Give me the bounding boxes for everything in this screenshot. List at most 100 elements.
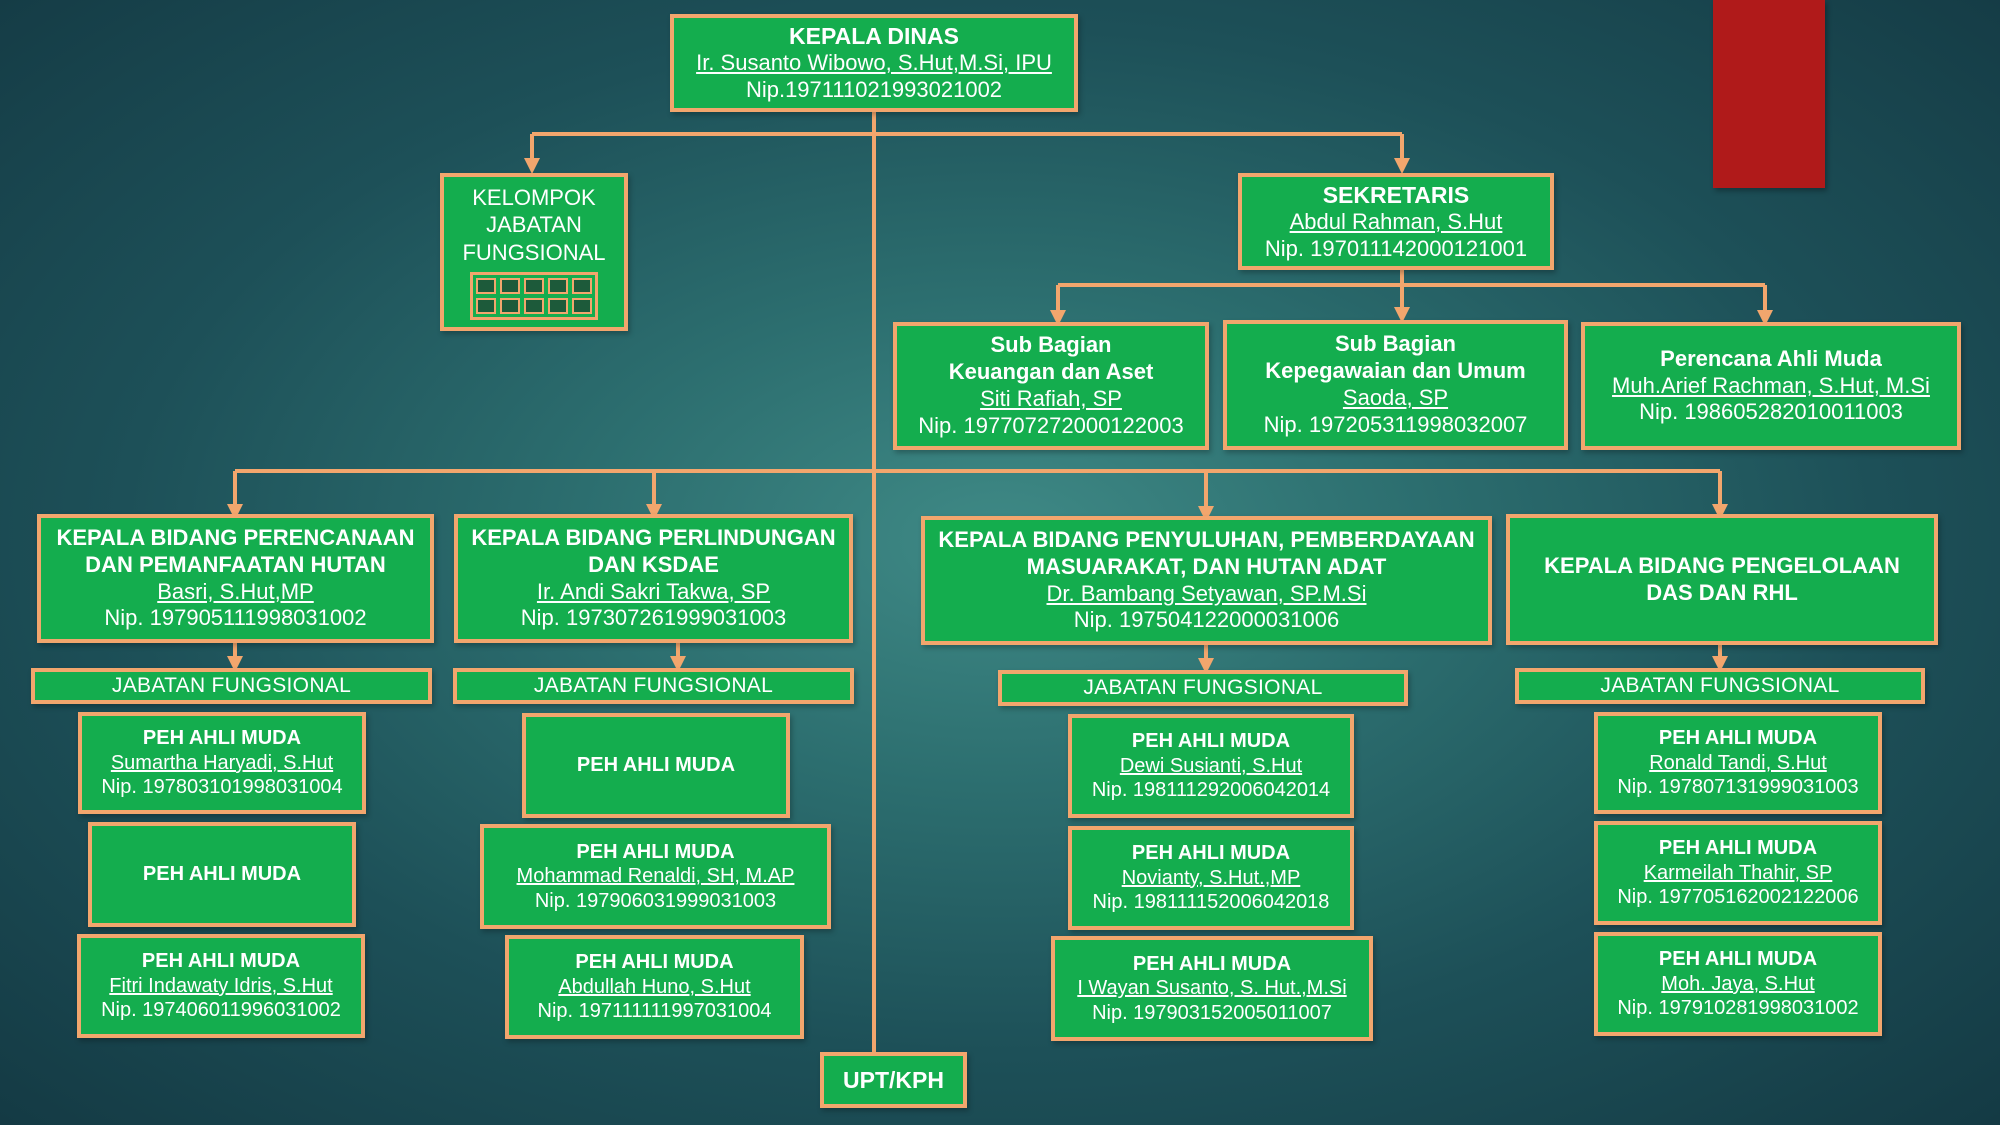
perencana-title: Perencana Ahli Muda (1660, 345, 1882, 371)
kelompok-line3: FUNGSIONAL (462, 239, 606, 265)
sub-kepegawaian-name: Saoda, SP (1342, 385, 1449, 410)
bidang1-peh-3-name: Fitri Indawaty Idris, S.Hut (109, 974, 333, 997)
bidang2-name: Ir. Andi Sakri Takwa, SP (536, 578, 771, 604)
bidang4-peh-1-box: PEH AHLI MUDA Ronald Tandi, S.Hut Nip. 1… (1594, 712, 1882, 814)
perencana-nip: Nip. 198605282010011003 (1639, 399, 1903, 425)
bidang4-title2: DAS DAN RHL (1646, 579, 1798, 605)
sub-kepegawaian-title1: Sub Bagian (1334, 331, 1456, 357)
bidang3-peh-1-box: PEH AHLI MUDA Dewi Susianti, S.Hut Nip. … (1068, 714, 1354, 818)
bidang3-title1: KEPALA BIDANG PENYULUHAN, PEMBERDAYAAN (938, 526, 1475, 552)
red-accent-tab (1713, 0, 1825, 188)
sub-kepegawaian-title2: Kepegawaian dan Umum (1265, 358, 1526, 384)
bidang4-peh-2-nip: Nip. 197705162002122006 (1617, 886, 1859, 909)
bidang3-title2: MASUARAKAT, DAN HUTAN ADAT (1026, 553, 1387, 579)
kepala-dinas-box: KEPALA DINAS Ir. Susanto Wibowo, S.Hut,M… (670, 14, 1078, 112)
sekretaris-name: Abdul Rahman, S.Hut (1289, 208, 1503, 234)
bidang2-peh-2-nip: Nip. 197906031999031003 (534, 889, 777, 912)
bidang4-peh-1-name: Ronald Tandi, S.Hut (1649, 751, 1827, 774)
bidang1-peh-3-nip: Nip. 197406011996031002 (101, 999, 341, 1022)
bidang1-title1: KEPALA BIDANG PERENCANAAN (56, 524, 415, 550)
bidang3-name: Dr. Bambang Setyawan, SP.M.Si (1046, 580, 1367, 606)
staff-grid-icon (470, 272, 598, 321)
sekretaris-title: SEKRETARIS (1322, 181, 1470, 208)
bidang3-peh-3-nip: Nip. 197903152005011007 (1092, 1001, 1332, 1024)
bidang4-peh-1-title: PEH AHLI MUDA (1658, 727, 1818, 750)
upt-kph-box: UPT/KPH (820, 1052, 967, 1108)
bidang-perlindungan-box: KEPALA BIDANG PERLINDUNGAN DAN KSDAE Ir.… (454, 514, 853, 643)
bidang-pengelolaan-das-box: KEPALA BIDANG PENGELOLAAN DAS DAN RHL (1506, 514, 1938, 645)
kepala-dinas-nip: Nip.197111021993021002 (745, 77, 1003, 103)
bidang1-peh-2-box: PEH AHLI MUDA (88, 822, 356, 927)
bidang1-peh-2-title: PEH AHLI MUDA (142, 863, 302, 886)
sub-keuangan-title1: Sub Bagian (990, 332, 1112, 358)
sub-keuangan-name: Siti Rafiah, SP (980, 386, 1122, 411)
kelompok-line1: KELOMPOK (472, 184, 596, 210)
bidang3-peh-3-box: PEH AHLI MUDA I Wayan Susanto, S. Hut.,M… (1051, 936, 1373, 1041)
bidang3-nip: Nip. 197504122000031006 (1073, 607, 1340, 633)
bidang1-peh-3-box: PEH AHLI MUDA Fitri Indawaty Idris, S.Hu… (77, 934, 365, 1038)
sub-keuangan-nip: Nip. 197707272000122003 (918, 412, 1184, 438)
sub-bagian-keuangan-box: Sub Bagian Keuangan dan Aset Siti Rafiah… (893, 322, 1209, 450)
bidang1-peh-1-title: PEH AHLI MUDA (142, 727, 302, 750)
bidang3-jabatan-fungsional-bar: JABATAN FUNGSIONAL (998, 670, 1408, 706)
bidang3-peh-2-box: PEH AHLI MUDA Novianty, S.Hut.,MP Nip. 1… (1068, 826, 1354, 930)
bidang1-peh-1-box: PEH AHLI MUDA Sumartha Haryadi, S.Hut Ni… (78, 712, 366, 814)
bidang1-jf-label: JABATAN FUNGSIONAL (111, 674, 352, 698)
bidang4-peh-2-name: Karmeilah Thahir, SP (1643, 861, 1833, 884)
bidang2-peh-1-box: PEH AHLI MUDA (522, 713, 790, 818)
sekretaris-nip: Nip. 197011142000121001 (1264, 235, 1528, 261)
bidang1-title2: DAN PEMANFAATAN HUTAN (85, 551, 386, 577)
bidang2-nip: Nip. 197307261999031003 (520, 605, 787, 631)
bidang1-name: Basri, S.Hut,MP (157, 578, 314, 604)
bidang4-jabatan-fungsional-bar: JABATAN FUNGSIONAL (1515, 668, 1925, 704)
perencana-name: Muh.Arief Rachman, S.Hut, M.Si (1612, 372, 1930, 398)
bidang3-peh-1-name: Dewi Susianti, S.Hut (1119, 754, 1303, 777)
bidang3-peh-2-name: Novianty, S.Hut.,MP (1121, 866, 1301, 889)
sub-keuangan-title2: Keuangan dan Aset (948, 359, 1154, 385)
sekretaris-box: SEKRETARIS Abdul Rahman, S.Hut Nip. 1970… (1238, 173, 1554, 270)
bidang4-peh-2-title: PEH AHLI MUDA (1658, 837, 1818, 860)
bidang2-jabatan-fungsional-bar: JABATAN FUNGSIONAL (453, 668, 854, 704)
sub-kepegawaian-nip: Nip. 197205311998032007 (1263, 411, 1528, 437)
bidang4-peh-2-box: PEH AHLI MUDA Karmeilah Thahir, SP Nip. … (1594, 821, 1882, 925)
perencana-ahli-muda-box: Perencana Ahli Muda Muh.Arief Rachman, S… (1581, 322, 1961, 450)
bidang1-jabatan-fungsional-bar: JABATAN FUNGSIONAL (31, 668, 432, 704)
sub-bagian-kepegawaian-box: Sub Bagian Kepegawaian dan Umum Saoda, S… (1223, 320, 1568, 450)
bidang1-peh-1-nip: Nip. 197803101998031004 (101, 776, 343, 799)
bidang4-peh-1-nip: Nip. 197807131999031003 (1617, 776, 1859, 799)
kepala-dinas-name: Ir. Susanto Wibowo, S.Hut,M.Si, IPU (696, 50, 1052, 76)
bidang2-title1: KEPALA BIDANG PERLINDUNGAN (471, 524, 836, 550)
kelompok-jabatan-fungsional-box: KELOMPOK JABATAN FUNGSIONAL (440, 173, 628, 331)
bidang2-peh-2-box: PEH AHLI MUDA Mohammad Renaldi, SH, M.AP… (480, 824, 831, 929)
bidang3-peh-2-nip: Nip. 198111152006042018 (1092, 891, 1330, 914)
bidang4-title1: KEPALA BIDANG PENGELOLAAN (1544, 552, 1900, 578)
bidang3-peh-2-title: PEH AHLI MUDA (1131, 842, 1291, 865)
bidang2-peh-3-name: Abdullah Huno, S.Hut (558, 975, 751, 998)
bidang1-nip: Nip. 197905111998031002 (104, 605, 367, 631)
kepala-dinas-title: KEPALA DINAS (789, 23, 959, 50)
bidang2-peh-1-title: PEH AHLI MUDA (576, 754, 736, 777)
bidang2-peh-2-name: Mohammad Renaldi, SH, M.AP (516, 865, 795, 888)
upt-kph-label: UPT/KPH (843, 1066, 944, 1093)
bidang4-jf-label: JABATAN FUNGSIONAL (1600, 674, 1840, 698)
bidang3-peh-1-nip: Nip. 198111292006042014 (1091, 779, 1331, 802)
bidang2-peh-2-title: PEH AHLI MUDA (576, 840, 735, 863)
bidang2-peh-3-nip: Nip. 197111111997031004 (537, 1000, 772, 1023)
bidang3-peh-3-title: PEH AHLI MUDA (1132, 952, 1292, 975)
bidang3-peh-1-title: PEH AHLI MUDA (1131, 730, 1291, 753)
bidang4-peh-3-name: Moh. Jaya, S.Hut (1661, 972, 1815, 995)
bidang-penyuluhan-box: KEPALA BIDANG PENYULUHAN, PEMBERDAYAAN M… (921, 516, 1492, 645)
bidang2-jf-label: JABATAN FUNGSIONAL (533, 674, 774, 698)
bidang2-peh-3-title: PEH AHLI MUDA (575, 951, 734, 974)
bidang2-peh-3-box: PEH AHLI MUDA Abdullah Huno, S.Hut Nip. … (505, 935, 804, 1039)
bidang-perencanaan-box: KEPALA BIDANG PERENCANAAN DAN PEMANFAATA… (37, 514, 434, 643)
bidang3-jf-label: JABATAN FUNGSIONAL (1083, 676, 1323, 700)
bidang4-peh-3-nip: Nip. 197910281998031002 (1617, 997, 1859, 1020)
bidang1-peh-3-title: PEH AHLI MUDA (141, 950, 301, 973)
bidang4-peh-3-box: PEH AHLI MUDA Moh. Jaya, S.Hut Nip. 1979… (1594, 932, 1882, 1036)
bidang1-peh-1-name: Sumartha Haryadi, S.Hut (110, 751, 334, 774)
bidang3-peh-3-name: I Wayan Susanto, S. Hut.,M.Si (1077, 977, 1347, 1000)
bidang4-peh-3-title: PEH AHLI MUDA (1658, 948, 1818, 971)
kelompok-line2: JABATAN (486, 212, 582, 238)
